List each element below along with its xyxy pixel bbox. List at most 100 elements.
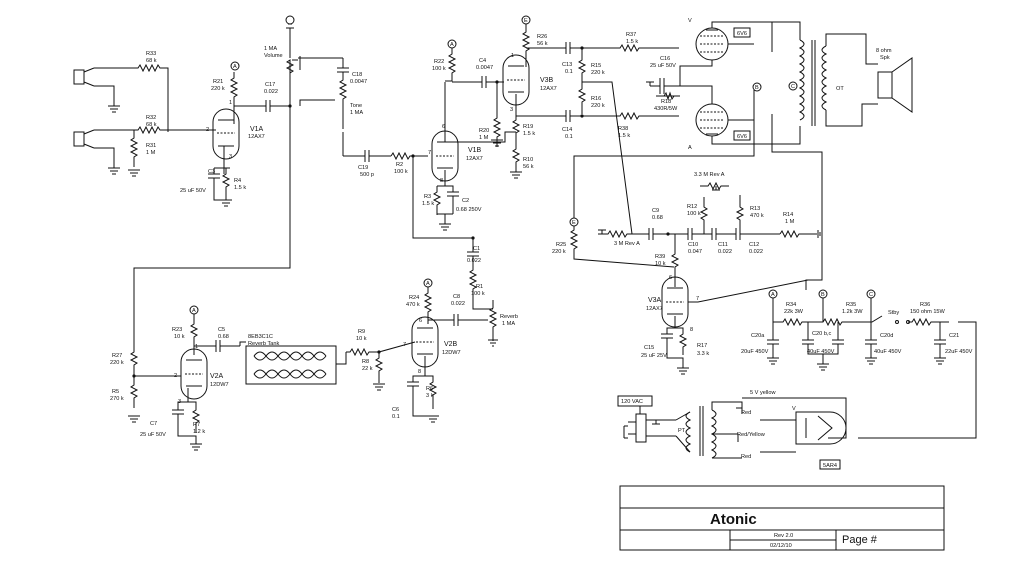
v2a-type: 12DW7	[210, 382, 229, 388]
tank-label: Reverb Tank	[248, 341, 280, 347]
c20bc-label: C20 b,c	[812, 331, 831, 337]
c3-label: C3	[208, 169, 215, 175]
r8-label: R8	[362, 359, 369, 365]
v1b-pin: 6	[442, 124, 445, 130]
v1a-pin: 1	[229, 100, 232, 106]
r17-label: R17	[697, 343, 707, 349]
v2b-label: V2B	[444, 341, 458, 348]
v1b-pin: 7	[428, 150, 431, 156]
r15-value: 220 k	[591, 70, 605, 76]
r13-value: 470 k	[750, 213, 764, 219]
r21-label: R21	[213, 79, 223, 85]
r22-label: R22	[434, 59, 444, 65]
c10-value: 0.047	[688, 249, 702, 255]
v1b-label: V1B	[468, 147, 482, 154]
r34-value: 22k 3W	[784, 309, 804, 315]
red-label-1: Red	[741, 410, 751, 416]
r4-label: R4	[234, 178, 241, 184]
r33-value: 68 k	[146, 58, 157, 64]
reverb-tank: 8EB3C1C Reverb Tank	[239, 334, 347, 385]
red-label-2: Red	[741, 454, 751, 460]
node-label: A	[233, 64, 237, 70]
r1-value: 100 k	[471, 291, 485, 297]
r7-label: R7	[193, 422, 200, 428]
r14-value: 1 M	[785, 219, 795, 225]
r13-label: R13	[750, 206, 760, 212]
node-d-icon	[285, 15, 295, 25]
v1a-pin: 3	[229, 154, 232, 160]
rev-a1-label: 3 M Rev A	[614, 241, 640, 247]
input-jacks	[73, 67, 134, 175]
reverb-value: 1 MA	[502, 321, 515, 327]
tube-v2a: V2A 12DW7 2 1 3	[174, 344, 229, 405]
r4-value: 1.5 k	[234, 185, 246, 191]
v3a-type: 12AX7	[646, 306, 663, 312]
red-yellow-label: Red/Yellow	[737, 432, 766, 438]
r38-value: 1.5 k	[618, 133, 630, 139]
c20d-value: 40uF 450V	[874, 349, 902, 355]
c15-value: 25 uF 25V	[641, 353, 667, 359]
title-page: Page #	[842, 534, 878, 546]
node-label: E	[572, 220, 576, 226]
v3b-type: 12AX7	[540, 86, 557, 92]
vac-label: 120 VAC	[621, 399, 643, 405]
ot-label: OT	[836, 86, 844, 92]
c9-label: C9	[652, 208, 659, 214]
r24-label: R24	[409, 295, 419, 301]
c16-label: C16	[660, 56, 670, 62]
r32-label: R32	[146, 115, 156, 121]
speaker-label: Spk	[880, 55, 890, 61]
c6-label: C6	[392, 407, 399, 413]
v3b-label: V3B	[540, 77, 554, 84]
r18-value: 430R/5W	[654, 106, 678, 112]
c7-label: C7	[150, 421, 157, 427]
r5-label: R5	[112, 389, 119, 395]
node-a-icon	[230, 61, 240, 71]
node-label: B	[755, 85, 759, 91]
node-label: A	[450, 42, 454, 48]
c19-label: C19	[358, 165, 368, 171]
c20a-label: C20a	[751, 333, 765, 339]
v3a-label: V3A	[648, 297, 662, 304]
c21-label: C21	[949, 333, 959, 339]
r25-value: 220 k	[552, 249, 566, 255]
c6-value: 0.1	[392, 414, 400, 420]
r17-value: 3.3 k	[697, 351, 709, 357]
r26-value: 56 k	[537, 41, 548, 47]
c11-label: C11	[718, 242, 728, 248]
tone-label: Tone	[350, 103, 362, 109]
node-c-icon	[788, 81, 798, 91]
r2-value: 100 k	[394, 169, 408, 175]
r27-label: R27	[112, 353, 122, 359]
volume-label: Volume	[264, 53, 283, 59]
vac-box	[617, 395, 653, 407]
v3b-pin: 3	[510, 107, 513, 113]
r14-label: R14	[783, 212, 793, 218]
r21-value: 220 k	[211, 86, 225, 92]
r26-label: R26	[537, 34, 547, 40]
c1-value: 0.022	[467, 258, 481, 264]
r18-label: R18	[661, 99, 671, 105]
stby-label: Stby	[888, 310, 899, 316]
c20bc-value: 40uF 450V	[807, 349, 835, 355]
r9-label: R9	[358, 329, 365, 335]
title-date: 02/12/10	[770, 543, 792, 549]
speaker-ohm: 8 ohm	[876, 48, 892, 54]
v2b-type: 12DW7	[442, 350, 461, 356]
c20a-value: 20uF 450V	[741, 349, 769, 355]
rect-letter: V	[792, 406, 796, 412]
node-label: E	[524, 18, 528, 24]
r36-value: 150 ohm 15W	[910, 309, 946, 315]
title-rev: Rev 2.0	[774, 533, 793, 539]
v5-letter: A	[688, 145, 692, 151]
r34-label: R34	[786, 302, 796, 308]
c18-value: 0.0047	[350, 79, 367, 85]
r6-value: 3 k	[426, 393, 434, 399]
r15-label: R15	[591, 63, 601, 69]
r23-label: R23	[172, 327, 182, 333]
v1a-label: V1A	[250, 126, 264, 133]
r32-value: 68 k	[146, 122, 157, 128]
c14-value: 0.1	[565, 134, 573, 140]
r16-value: 220 k	[591, 103, 605, 109]
